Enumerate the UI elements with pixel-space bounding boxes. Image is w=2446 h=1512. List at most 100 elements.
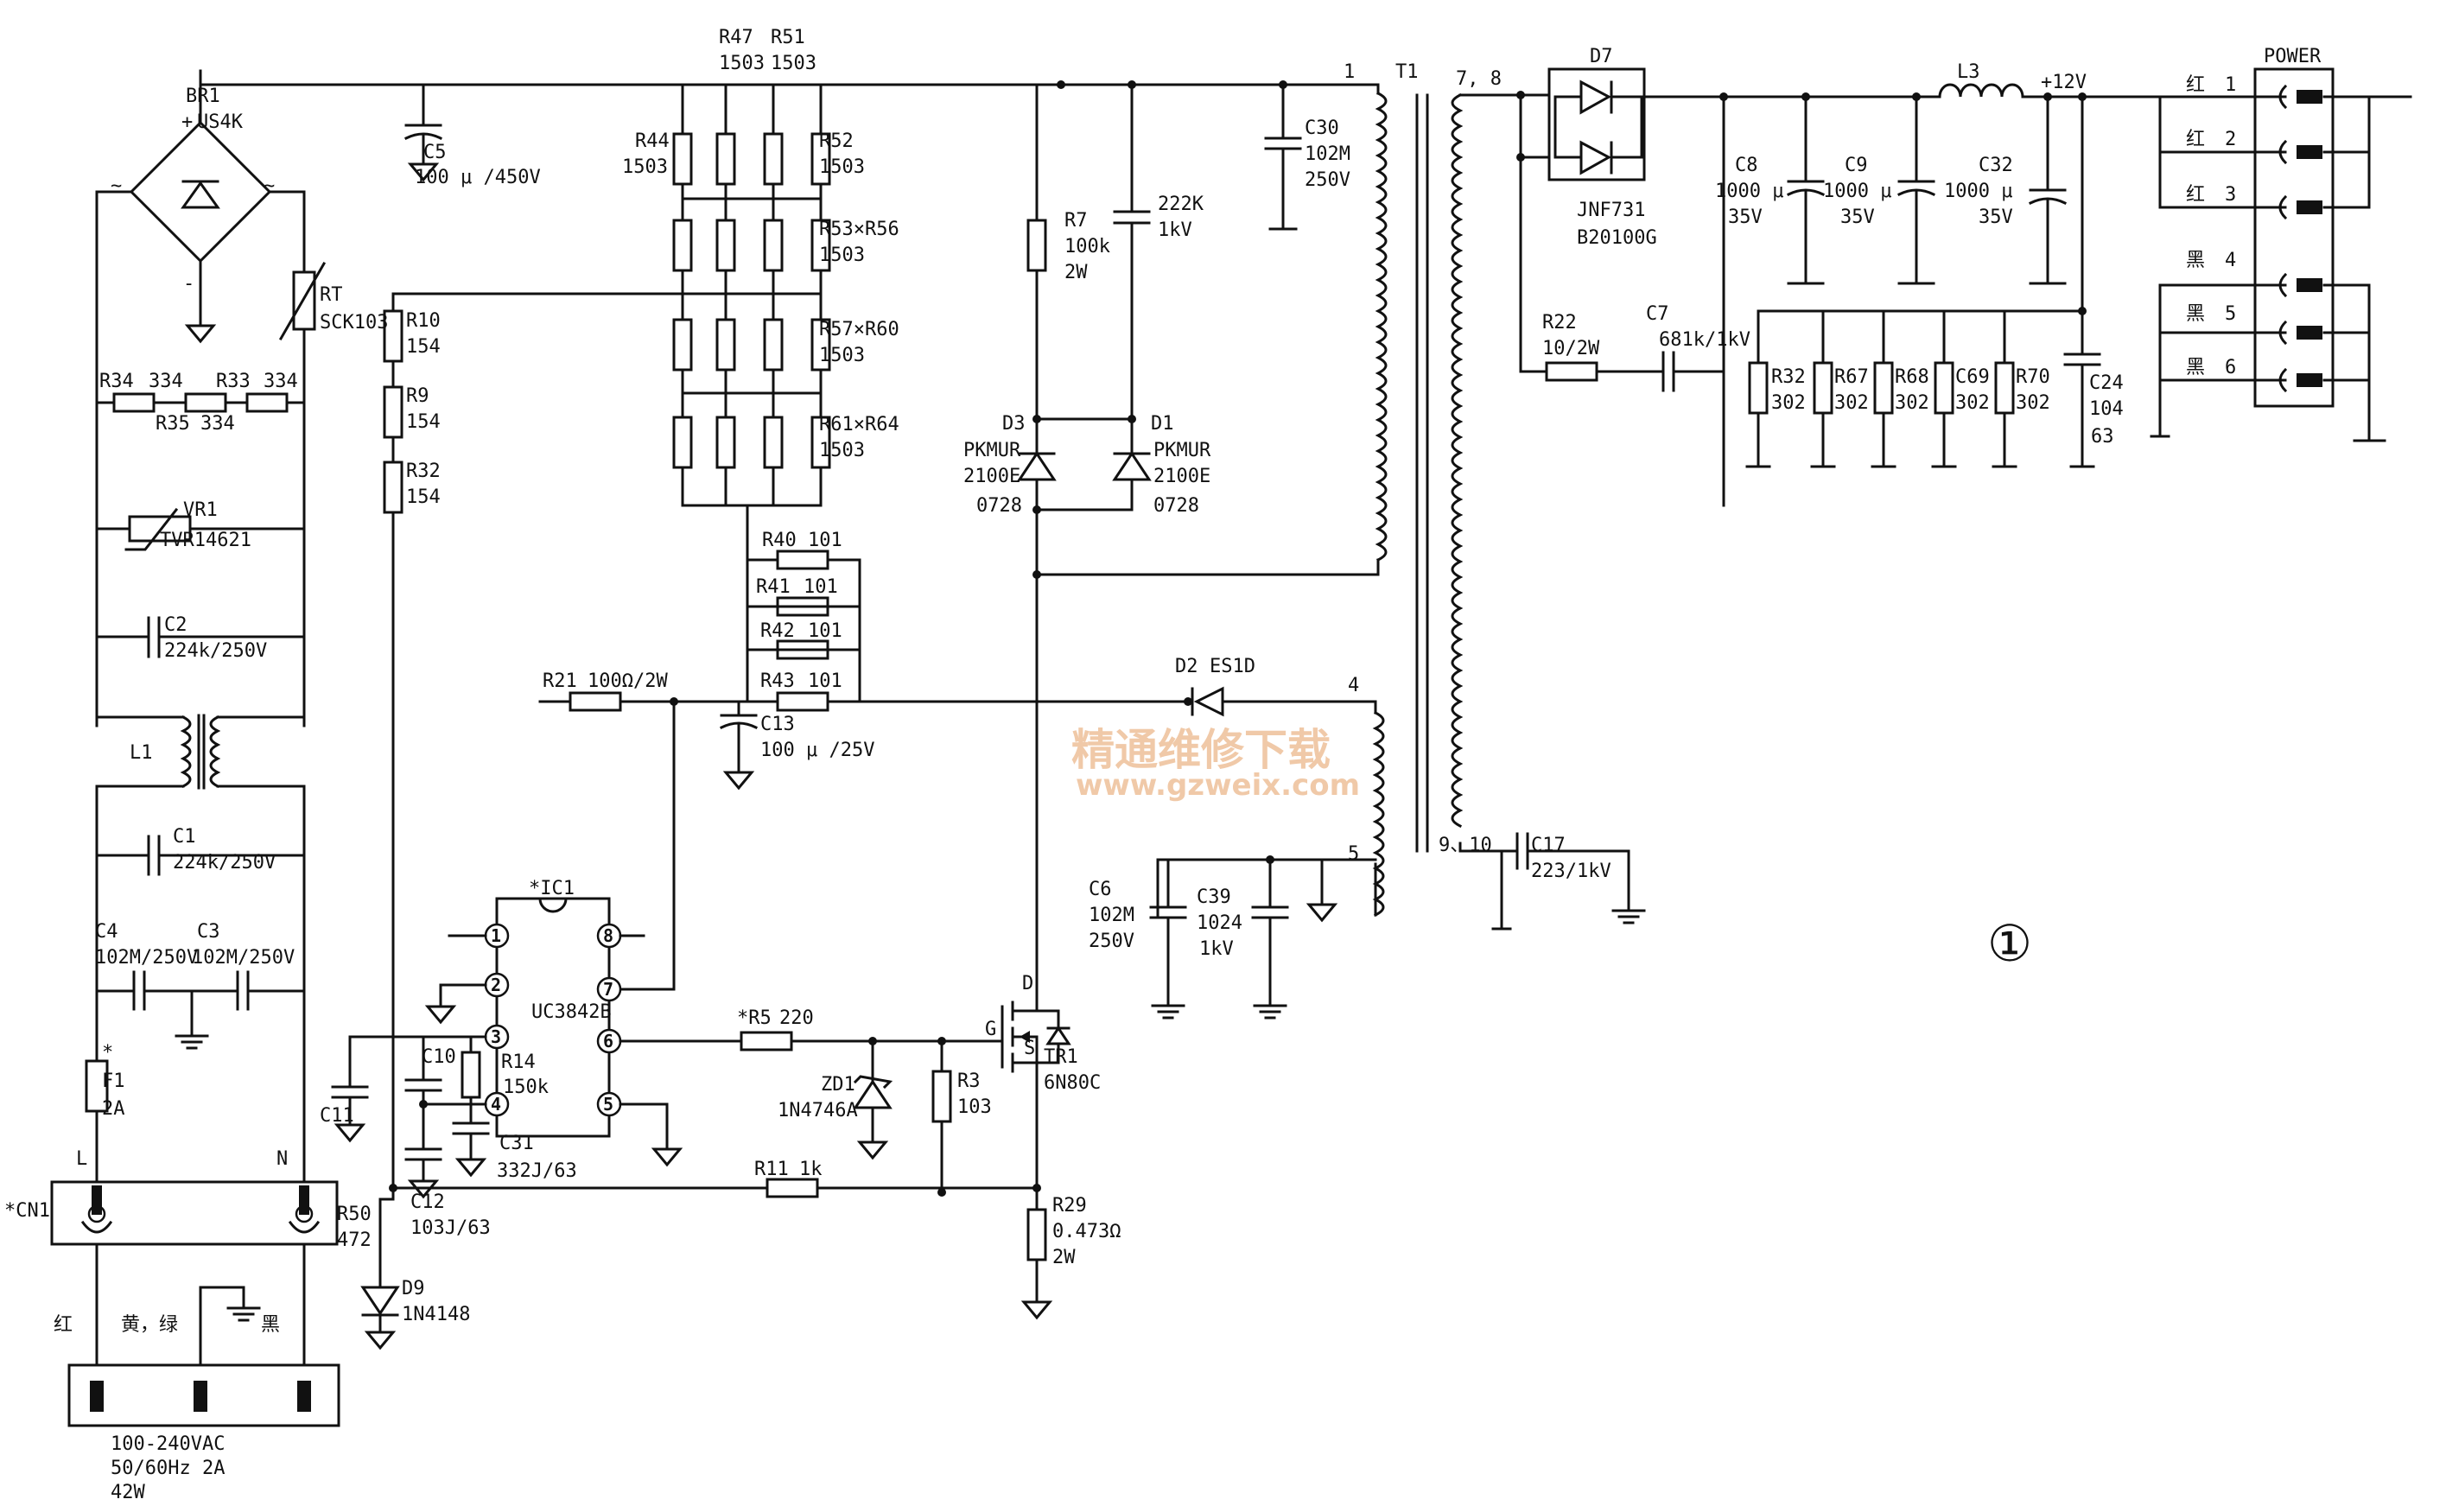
label-c5v: 100 μ /450V xyxy=(415,167,541,188)
label-ac3: 42W xyxy=(111,1482,145,1503)
label-r7v: 100k xyxy=(1064,236,1110,257)
label-v154a: 154 xyxy=(406,336,441,358)
label-r7: R7 xyxy=(1064,210,1088,232)
label-br1: BR1 xyxy=(186,86,220,107)
label-v101a: 101 xyxy=(808,530,842,551)
label-c30b: 250V xyxy=(1305,169,1350,191)
label-d9: D9 xyxy=(402,1278,425,1299)
label-ic1: *IC1 xyxy=(529,878,575,899)
secondary-output xyxy=(1516,67,2412,507)
out-3-color: 红 xyxy=(2186,184,2205,206)
label-r3: R3 xyxy=(957,1070,981,1092)
out-4-color: 黑 xyxy=(2186,250,2205,271)
pin-1: 1 xyxy=(491,925,501,946)
power-connector xyxy=(2150,67,2386,442)
label-t1p4: 4 xyxy=(1348,675,1359,696)
pin-7: 7 xyxy=(603,979,613,1000)
label-c24a: 104 xyxy=(2089,398,2124,420)
label-r3v: 103 xyxy=(957,1096,992,1118)
label-c5: C5 xyxy=(423,142,447,163)
label-gG: G xyxy=(985,1019,996,1040)
label-v1503d: 1503 xyxy=(819,156,865,178)
label-c39b: 1kV xyxy=(1199,938,1234,960)
resistor-ladder xyxy=(672,83,831,562)
label-c3v: 102M/250V xyxy=(192,947,295,969)
label-c39a: 1024 xyxy=(1197,912,1242,934)
label-r29w: 2W xyxy=(1052,1247,1076,1268)
switch-stage xyxy=(740,573,1071,1319)
label-c12v: 103J/63 xyxy=(410,1217,491,1239)
label-t1p78: 7, 8 xyxy=(1456,68,1502,90)
label-r32v: 302 xyxy=(1771,392,1806,414)
label-c24b: 63 xyxy=(2091,426,2114,448)
label-c8: C8 xyxy=(1735,155,1758,176)
label-c6a: 102M xyxy=(1089,905,1134,926)
y-capacitor-c17 xyxy=(1491,832,1646,931)
label-minus: - xyxy=(183,273,194,295)
label-f1star: * xyxy=(102,1042,113,1064)
label-c2v: 224k/250V xyxy=(164,640,267,662)
label-c30a: 102M xyxy=(1305,143,1350,165)
label-r22v: 10/2W xyxy=(1542,338,1600,359)
label-d3a: PKMUR xyxy=(963,440,1021,461)
label-r50v: 472 xyxy=(337,1229,372,1251)
label-v334a: 334 xyxy=(149,371,183,392)
label-r7w: 2W xyxy=(1064,262,1088,283)
out-4-num: 4 xyxy=(2225,250,2236,271)
input-filter xyxy=(50,69,1063,1427)
label-v101c: 101 xyxy=(808,620,842,642)
label-l3: L3 xyxy=(1957,61,1980,83)
label-c7: C7 xyxy=(1646,303,1669,325)
label-c10: C10 xyxy=(422,1046,456,1068)
label-c24: C24 xyxy=(2089,372,2124,394)
label-r47: R47 xyxy=(719,27,753,48)
label-r14: R14 xyxy=(501,1051,536,1073)
label-plus: + xyxy=(181,111,193,133)
label-p12v: +12V xyxy=(2041,72,2087,93)
label-v1503a: 1503 xyxy=(719,53,765,74)
label-t1: T1 xyxy=(1395,61,1419,83)
out-3-num: 3 xyxy=(2225,184,2236,206)
label-c6b: 250V xyxy=(1089,931,1134,952)
label-power: POWER xyxy=(2264,46,2322,67)
label-d7a: JNF731 xyxy=(1577,200,1645,221)
out-2-color: 红 xyxy=(2186,129,2205,150)
label-sck103: SCK103 xyxy=(320,312,388,334)
label-r11v: 1k xyxy=(799,1159,823,1180)
label-cn1: *CN1 xyxy=(4,1200,50,1222)
label-d1a: PKMUR xyxy=(1153,440,1211,461)
label-v101b: 101 xyxy=(804,576,838,598)
label-rt: RT xyxy=(320,284,343,306)
label-d3c: 0728 xyxy=(976,495,1022,517)
label-c11: C11 xyxy=(320,1105,354,1127)
label-r70v: 302 xyxy=(2016,392,2050,414)
label-r21v: 100Ω/2W xyxy=(588,670,668,692)
label-c6: C6 xyxy=(1089,879,1112,900)
label-r35: R35 xyxy=(156,413,190,435)
label-red: 红 xyxy=(54,1314,73,1336)
label-zd1: ZD1 xyxy=(821,1074,855,1096)
label-c32b: 35V xyxy=(1979,206,2013,228)
label-ic1type: UC3842B xyxy=(531,1001,612,1023)
primary-ground-caps xyxy=(1149,858,1289,1020)
label-d9v: 1N4148 xyxy=(402,1304,470,1325)
label-r11: R11 xyxy=(754,1159,789,1180)
snubber-clamp xyxy=(1017,80,1380,579)
label-c222v: 1kV xyxy=(1158,219,1192,241)
label-r68v: 302 xyxy=(1895,392,1929,414)
label-r57: R57×R60 xyxy=(819,319,899,340)
label-gS: S xyxy=(1024,1038,1035,1059)
label-d1c: 0728 xyxy=(1153,495,1199,517)
label-c12: C12 xyxy=(410,1191,445,1213)
label-d2: D2 xyxy=(1175,656,1198,677)
label-v1503b: 1503 xyxy=(771,53,816,74)
label-vr1: VR1 xyxy=(183,499,218,521)
label-c222: 222K xyxy=(1158,194,1204,215)
label-r21: R21 xyxy=(543,670,577,692)
label-r44: R44 xyxy=(635,130,670,152)
label-zd1v: 1N4746A xyxy=(778,1100,858,1121)
out-5-color: 黑 xyxy=(2186,303,2205,325)
label-r43: R43 xyxy=(760,670,795,692)
label-v1503g: 1503 xyxy=(819,440,865,461)
